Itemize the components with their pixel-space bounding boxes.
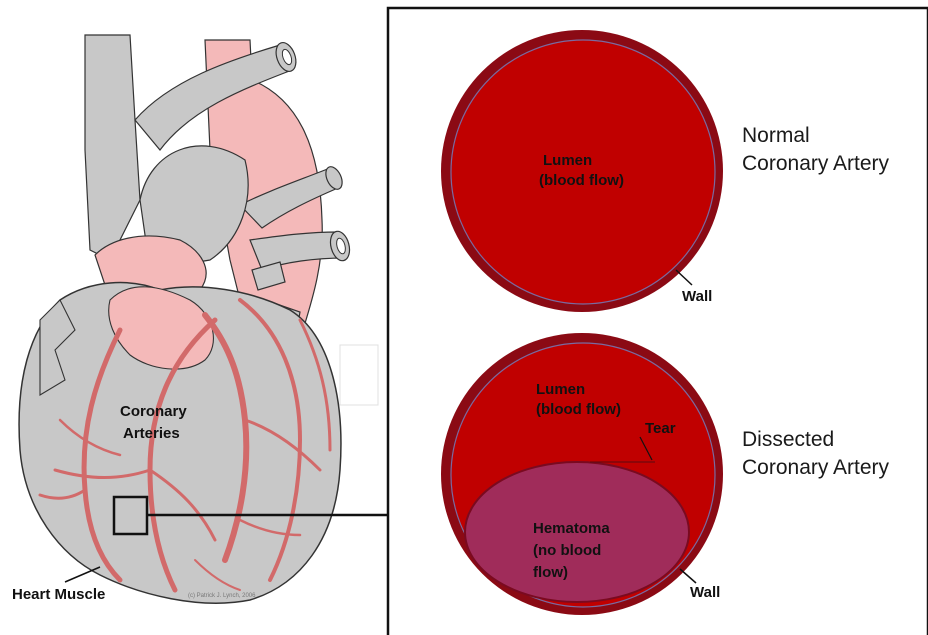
hematoma-label-line3: flow) xyxy=(533,564,568,581)
heart-illustration: Coronary Arteries Heart Muscle (c) Patri… xyxy=(12,35,388,603)
dissected-artery-cross-section: Lumen (blood flow) Tear Hematoma (no blo… xyxy=(441,333,723,615)
illustration-credit: (c) Patrick J. Lynch, 2006 xyxy=(188,593,256,599)
heart-muscle-label: Heart Muscle xyxy=(12,586,105,603)
vena-cava xyxy=(85,35,140,260)
normal-lumen-label-line2: (blood flow) xyxy=(539,172,624,189)
coronary-arteries-label-line2: Arteries xyxy=(123,425,180,442)
dissected-wall-label: Wall xyxy=(690,584,720,601)
dissected-lumen-label-line2: (blood flow) xyxy=(536,401,621,418)
normal-title-line1: Normal xyxy=(742,124,810,147)
normal-wall-label: Wall xyxy=(682,288,712,305)
normal-lumen-label-line1: Lumen xyxy=(543,152,592,169)
coronary-arteries-label-line1: Coronary xyxy=(120,403,187,420)
tear-label: Tear xyxy=(645,420,676,437)
dissected-title-line1: Dissected xyxy=(742,428,834,451)
normal-artery-cross-section: Lumen (blood flow) Wall xyxy=(441,30,723,312)
heart-muscle-pointer xyxy=(65,567,100,582)
normal-title-line2: Coronary Artery xyxy=(742,152,890,175)
dissected-title-line2: Coronary Artery xyxy=(742,456,890,479)
dissected-lumen-label-line1: Lumen xyxy=(536,381,585,398)
hematoma-label-line2: (no blood xyxy=(533,542,601,559)
hematoma-label-line1: Hematoma xyxy=(533,520,610,537)
